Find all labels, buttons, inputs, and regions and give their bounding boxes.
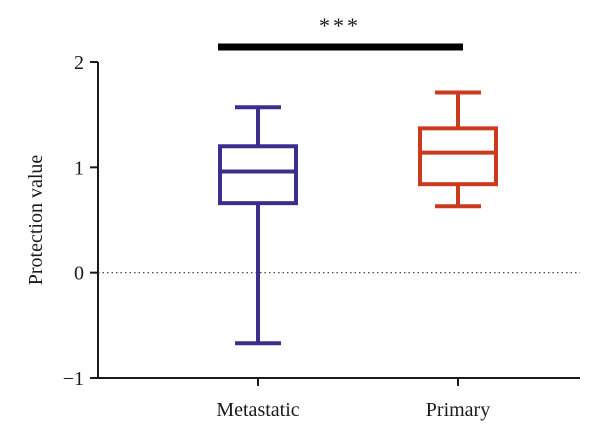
y-tick-label: −1 <box>63 368 84 390</box>
x-category-label: Metastatic <box>216 399 299 421</box>
y-axis-title: Protection value <box>25 155 47 286</box>
y-tick-label: 1 <box>74 157 84 179</box>
x-category-label: Primary <box>426 399 490 421</box>
significance-label: *** <box>319 13 361 38</box>
box-iqr <box>418 126 498 187</box>
y-tick-label: 0 <box>74 263 84 285</box>
box-iqr <box>218 144 298 206</box>
y-tick-label: 2 <box>74 52 84 74</box>
